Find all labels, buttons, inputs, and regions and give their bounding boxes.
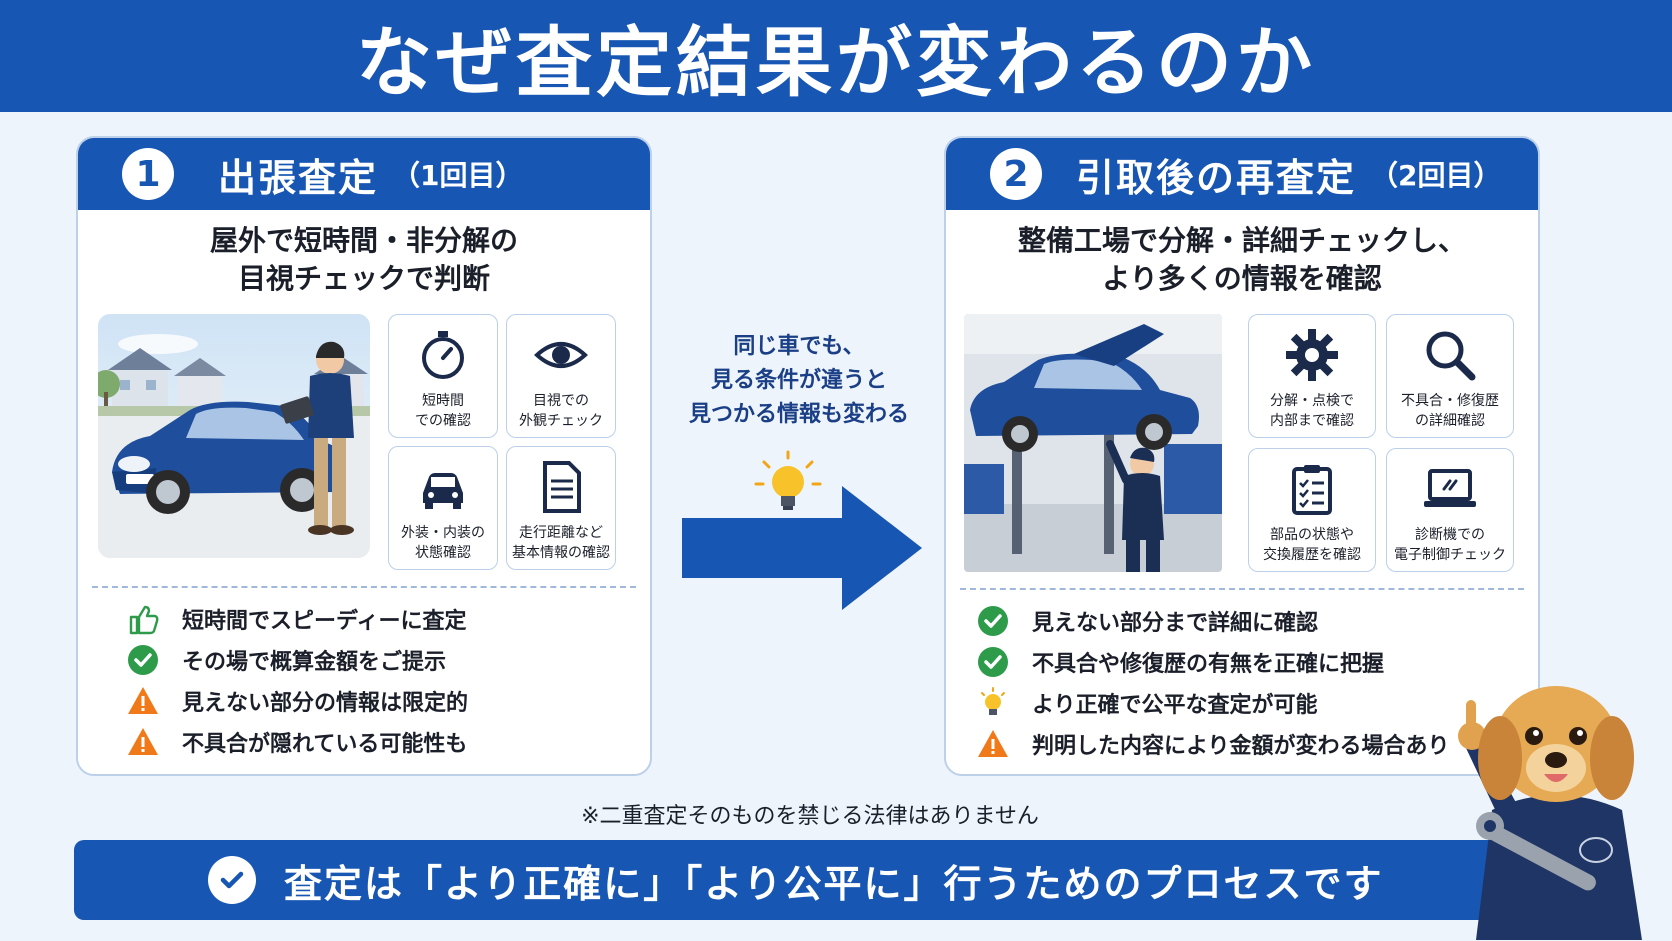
middle-line: 同じ車でも、 <box>733 334 865 359</box>
check-circle-icon <box>976 604 1010 638</box>
gear-icon <box>1286 329 1338 381</box>
point-text: 見えない部分まで詳細に確認 <box>1032 610 1319 636</box>
warning-icon <box>976 727 1010 761</box>
tile-basic-info: 走行距離など 基本情報の確認 <box>506 446 616 570</box>
check-icon <box>208 856 256 904</box>
panel2-divider <box>960 588 1524 590</box>
bulb-icon <box>976 686 1010 720</box>
panel1-header: 1 出張査定 （1回目） <box>78 138 650 210</box>
point-item: より正確で公平な査定が可能 <box>976 682 1450 723</box>
panel1-desc-line: 目視チェックで判断 <box>237 262 490 295</box>
point-text: 判明した内容により金額が変わる場合あり <box>1032 733 1450 759</box>
point-text: その場で概算金額をご提示 <box>182 649 447 675</box>
panel1-feature-tiles: 短時間 での確認 目視での 外観チェック 外装・内装の 状態 <box>388 314 616 570</box>
point-item: 短時間でスピーディーに査定 <box>126 598 468 639</box>
tile-label-line: 診断機での <box>1415 527 1485 543</box>
stopwatch-icon <box>422 331 464 379</box>
point-item: 不具合や修復歴の有無を正確に把握 <box>976 641 1450 682</box>
onsite-inspection-illustration <box>98 314 370 558</box>
tile-visual-check: 目視での 外観チェック <box>506 314 616 438</box>
panel1-title: 出張査定 <box>218 155 379 200</box>
dog-mechanic-mascot <box>1458 686 1642 940</box>
tile-label-line: 外観チェック <box>519 413 603 429</box>
title-banner: なぜ査定結果が変わるのか <box>0 0 1672 112</box>
document-icon <box>543 461 581 513</box>
tile-label-line: 電子制御チェック <box>1394 547 1506 563</box>
tile-quick-check: 短時間 での確認 <box>388 314 498 438</box>
tile-label-line: 内部まで確認 <box>1270 413 1354 429</box>
diagnostic-laptop-icon <box>1424 469 1476 507</box>
point-item: 見えない部分の情報は限定的 <box>126 680 468 721</box>
conclusion-text: 査定は「より正確に」「より公平に」行うためのプロセスです <box>284 861 1384 906</box>
tile-defect-check: 不具合・修復歴 の詳細確認 <box>1386 314 1514 438</box>
car-icon <box>423 473 463 509</box>
conclusion-banner: 査定は「より正確に」「より公平に」行うためのプロセスです <box>74 840 1544 920</box>
panel1-divider <box>92 586 636 588</box>
page-title: なぜ査定結果が変わるのか <box>356 18 1316 107</box>
panel2-desc-line: より多くの情報を確認 <box>1102 262 1382 295</box>
panel2-number: 2 <box>990 148 1042 200</box>
tile-disassembly: 分解・点検で 内部まで確認 <box>1248 314 1376 438</box>
tile-label-line: 不具合・修復歴 <box>1401 393 1499 409</box>
right-arrow-icon <box>682 486 922 610</box>
tile-electronic-check: 診断機での 電子制御チェック <box>1386 448 1514 572</box>
panel2-header: 2 引取後の再査定 （2回目） <box>946 138 1538 210</box>
point-text: より正確で公平な査定が可能 <box>1032 692 1318 718</box>
panel1-number: 1 <box>122 148 174 200</box>
lightbulb-icon <box>754 450 822 510</box>
point-text: 見えない部分の情報は限定的 <box>182 690 469 716</box>
warning-icon <box>126 725 160 759</box>
tile-label-line: 状態確認 <box>415 545 471 561</box>
panel2-title: 引取後の再査定 <box>1076 155 1357 200</box>
point-item: その場で概算金額をご提示 <box>126 639 468 680</box>
magnifier-icon <box>1426 331 1476 381</box>
point-text: 不具合が隠れている可能性も <box>182 731 468 757</box>
tile-label-line: 走行距離など <box>519 525 603 541</box>
tile-label-line: 分解・点検で <box>1270 393 1354 409</box>
tile-condition-check: 外装・内装の 状態確認 <box>388 446 498 570</box>
eye-icon <box>534 342 588 368</box>
panel2-feature-tiles: 分解・点検で 内部まで確認 不具合・修復歴 の詳細確認 <box>1248 314 1514 572</box>
point-item: 見えない部分まで詳細に確認 <box>976 600 1450 641</box>
check-circle-icon <box>126 643 160 677</box>
tile-label-line: 目視での <box>533 393 589 409</box>
middle-line: 見つかる情報も変わる <box>688 402 909 427</box>
clipboard-icon <box>1292 465 1332 515</box>
thumbs-up-icon <box>126 602 160 636</box>
panel1-description: 屋外で短時間・非分解の 目視チェックで判断 <box>78 222 650 298</box>
point-text: 不具合や修復歴の有無を正確に把握 <box>1032 651 1385 677</box>
tile-label-line: 外装・内装の <box>401 525 485 541</box>
tile-parts-history: 部品の状態や 交換履歴を確認 <box>1248 448 1376 572</box>
point-item: 判明した内容により金額が変わる場合あり <box>976 723 1450 764</box>
panel-onsite-assessment: 1 出張査定 （1回目） 屋外で短時間・非分解の 目視チェックで判断 <box>76 136 652 776</box>
tile-label-line: 部品の状態や <box>1270 527 1354 543</box>
panel2-description: 整備工場で分解・詳細チェックし、 より多くの情報を確認 <box>946 222 1538 298</box>
legal-note: ※二重査定そのものを禁じる法律はありません <box>581 804 1039 829</box>
warning-icon <box>126 684 160 718</box>
panel1-desc-line: 屋外で短時間・非分解の <box>209 224 518 257</box>
middle-line: 見る条件が違うと <box>710 368 887 393</box>
tile-label-line: の詳細確認 <box>1415 413 1485 429</box>
tile-label-line: での確認 <box>415 413 471 429</box>
workshop-inspection-illustration <box>964 314 1222 572</box>
middle-explanation: 同じ車でも、 見る条件が違うと 見つかる情報も変わる <box>660 330 938 432</box>
tile-label-line: 交換履歴を確認 <box>1263 547 1361 563</box>
point-item: 不具合が隠れている可能性も <box>126 721 468 762</box>
panel2-points: 見えない部分まで詳細に確認 不具合や修復歴の有無を正確に把握 より正確で公平な査… <box>976 600 1450 764</box>
tile-label-line: 短時間 <box>422 393 464 409</box>
point-text: 短時間でスピーディーに査定 <box>182 608 467 634</box>
panel2-subtitle: （2回目） <box>1370 159 1502 192</box>
tile-label-line: 基本情報の確認 <box>512 545 610 561</box>
panel2-desc-line: 整備工場で分解・詳細チェックし、 <box>1017 224 1466 257</box>
panel1-points: 短時間でスピーディーに査定 その場で概算金額をご提示 見えない部分の情報は限定的… <box>126 598 468 762</box>
check-circle-icon <box>976 645 1010 679</box>
panel-reassessment: 2 引取後の再査定 （2回目） 整備工場で分解・詳細チェックし、 より多くの情報… <box>944 136 1540 776</box>
panel1-subtitle: （1回目） <box>392 159 524 192</box>
